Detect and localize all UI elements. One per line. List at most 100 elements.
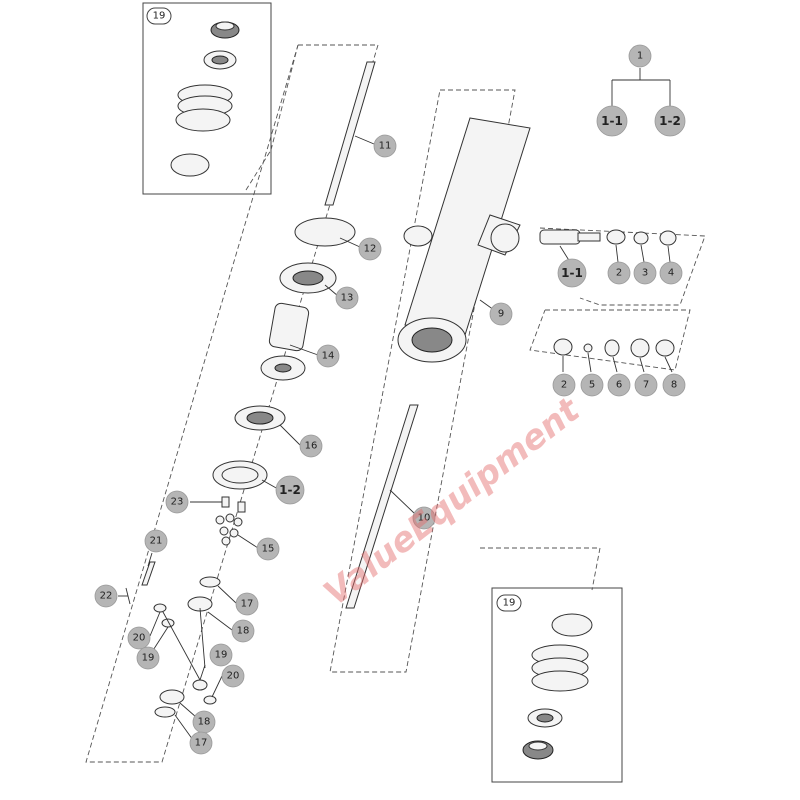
svg-text:1: 1 xyxy=(637,51,643,62)
inset-frame xyxy=(142,2,272,195)
bushing-6 xyxy=(604,339,620,357)
svg-text:15: 15 xyxy=(262,544,275,555)
inset-label: 19 xyxy=(146,7,172,25)
callout-3[interactable]: 3 xyxy=(633,261,657,285)
callout-16[interactable]: 16 xyxy=(299,434,323,458)
svg-text:23: 23 xyxy=(171,497,184,508)
seal-13-bore xyxy=(292,270,324,286)
ring-4 xyxy=(659,230,677,246)
seal-2-upper xyxy=(606,229,626,245)
bolts-15 xyxy=(215,513,243,546)
rod-10 xyxy=(345,404,419,609)
dust-seal-top xyxy=(215,21,235,31)
svg-text:22: 22 xyxy=(100,591,113,602)
washer-20-left xyxy=(153,603,167,613)
callout-19-left[interactable]: 19 xyxy=(136,646,160,670)
nut-8 xyxy=(655,339,675,357)
washer-20-right xyxy=(203,695,217,705)
svg-text:21: 21 xyxy=(150,536,163,547)
callout-19-right[interactable]: 19 xyxy=(209,643,233,667)
callout-14[interactable]: 14 xyxy=(316,344,340,368)
inset-link-bottom xyxy=(480,547,601,591)
svg-text:12: 12 xyxy=(364,244,377,255)
svg-text:4: 4 xyxy=(668,268,674,279)
bushing-18-bottom xyxy=(159,689,185,705)
callout-15[interactable]: 15 xyxy=(256,537,280,561)
outline-right-lower xyxy=(529,309,691,371)
callout-20-right[interactable]: 20 xyxy=(221,664,245,688)
svg-text:19: 19 xyxy=(153,11,166,22)
callout-23[interactable]: 23 xyxy=(165,490,189,514)
svg-text:6: 6 xyxy=(616,380,622,391)
svg-text:17: 17 xyxy=(195,738,208,749)
snap-ring-3 xyxy=(633,231,649,245)
washer-17-bottom xyxy=(154,706,176,718)
svg-text:2: 2 xyxy=(561,380,567,391)
seal-2-lower xyxy=(553,338,573,356)
callout-2-lower[interactable]: 2 xyxy=(552,373,576,397)
svg-text:9: 9 xyxy=(498,309,504,320)
svg-text:18: 18 xyxy=(198,717,211,728)
inset-frame xyxy=(491,587,623,783)
callout-7[interactable]: 7 xyxy=(634,373,658,397)
inset-bottom-right: 19 xyxy=(491,587,623,783)
inset-link-top-2 xyxy=(245,149,272,191)
tree-root-callout[interactable]: 1 xyxy=(628,44,652,68)
callout-11[interactable]: 11 xyxy=(373,134,397,158)
callout-18-top[interactable]: 18 xyxy=(231,619,255,643)
callout-9[interactable]: 9 xyxy=(489,302,513,326)
callout-4[interactable]: 4 xyxy=(659,261,683,285)
o-ring-3 xyxy=(175,108,231,132)
svg-text:11: 11 xyxy=(379,141,392,152)
callout-12[interactable]: 12 xyxy=(358,237,382,261)
tree-child-1-1-callout[interactable]: 1-1 xyxy=(596,105,628,137)
assembly-outline-left xyxy=(85,44,379,763)
svg-text:2: 2 xyxy=(616,268,622,279)
callout-22[interactable]: 22 xyxy=(94,584,118,608)
bushing-bore xyxy=(536,713,554,723)
assembly-tree: 1 1-1 1-2 xyxy=(596,44,686,137)
svg-text:19: 19 xyxy=(215,650,228,661)
svg-text:1-2: 1-2 xyxy=(279,483,301,497)
svg-text:19: 19 xyxy=(503,598,516,609)
shaft-1-1 xyxy=(539,229,601,245)
snap-ring xyxy=(551,613,593,637)
callout-1-1[interactable]: 1-1 xyxy=(557,258,587,288)
svg-text:19: 19 xyxy=(142,653,155,664)
rod-11 xyxy=(324,61,376,206)
seal-16-bore xyxy=(246,411,274,425)
inset-top-left: 19 xyxy=(142,2,272,195)
callout-17-bottom[interactable]: 17 xyxy=(189,731,213,755)
callout-1-2[interactable]: 1-2 xyxy=(275,475,305,505)
callout-21[interactable]: 21 xyxy=(144,529,168,553)
callout-2-upper[interactable]: 2 xyxy=(607,261,631,285)
callout-10[interactable]: 10 xyxy=(412,506,436,530)
pin-21 xyxy=(141,561,156,586)
bushing-bore xyxy=(211,55,229,65)
linkage-line-2 xyxy=(199,607,206,669)
snap-ring-12 xyxy=(294,217,356,247)
callout-17-top[interactable]: 17 xyxy=(235,592,259,616)
dust-seal-top xyxy=(528,741,548,751)
washer-17-top xyxy=(199,576,221,588)
svg-text:10: 10 xyxy=(418,513,431,524)
svg-text:7: 7 xyxy=(643,380,649,391)
svg-text:17: 17 xyxy=(241,599,254,610)
callout-20-left[interactable]: 20 xyxy=(127,626,151,650)
washer-19-right xyxy=(192,679,208,691)
washer-19-left xyxy=(161,618,175,628)
svg-text:3: 3 xyxy=(642,268,648,279)
callout-13[interactable]: 13 xyxy=(335,286,359,310)
cap-1-2-inner xyxy=(221,466,259,484)
callout-6[interactable]: 6 xyxy=(607,373,631,397)
tree-child-1-2-callout[interactable]: 1-2 xyxy=(654,105,686,137)
inset-link-top xyxy=(270,44,299,151)
callout-8[interactable]: 8 xyxy=(662,373,686,397)
callout-18-bottom[interactable]: 18 xyxy=(192,710,216,734)
callout-5[interactable]: 5 xyxy=(580,373,604,397)
svg-text:16: 16 xyxy=(305,441,318,452)
pinion-14 xyxy=(260,302,310,381)
svg-text:13: 13 xyxy=(341,293,354,304)
linkage-line-1 xyxy=(162,611,201,681)
